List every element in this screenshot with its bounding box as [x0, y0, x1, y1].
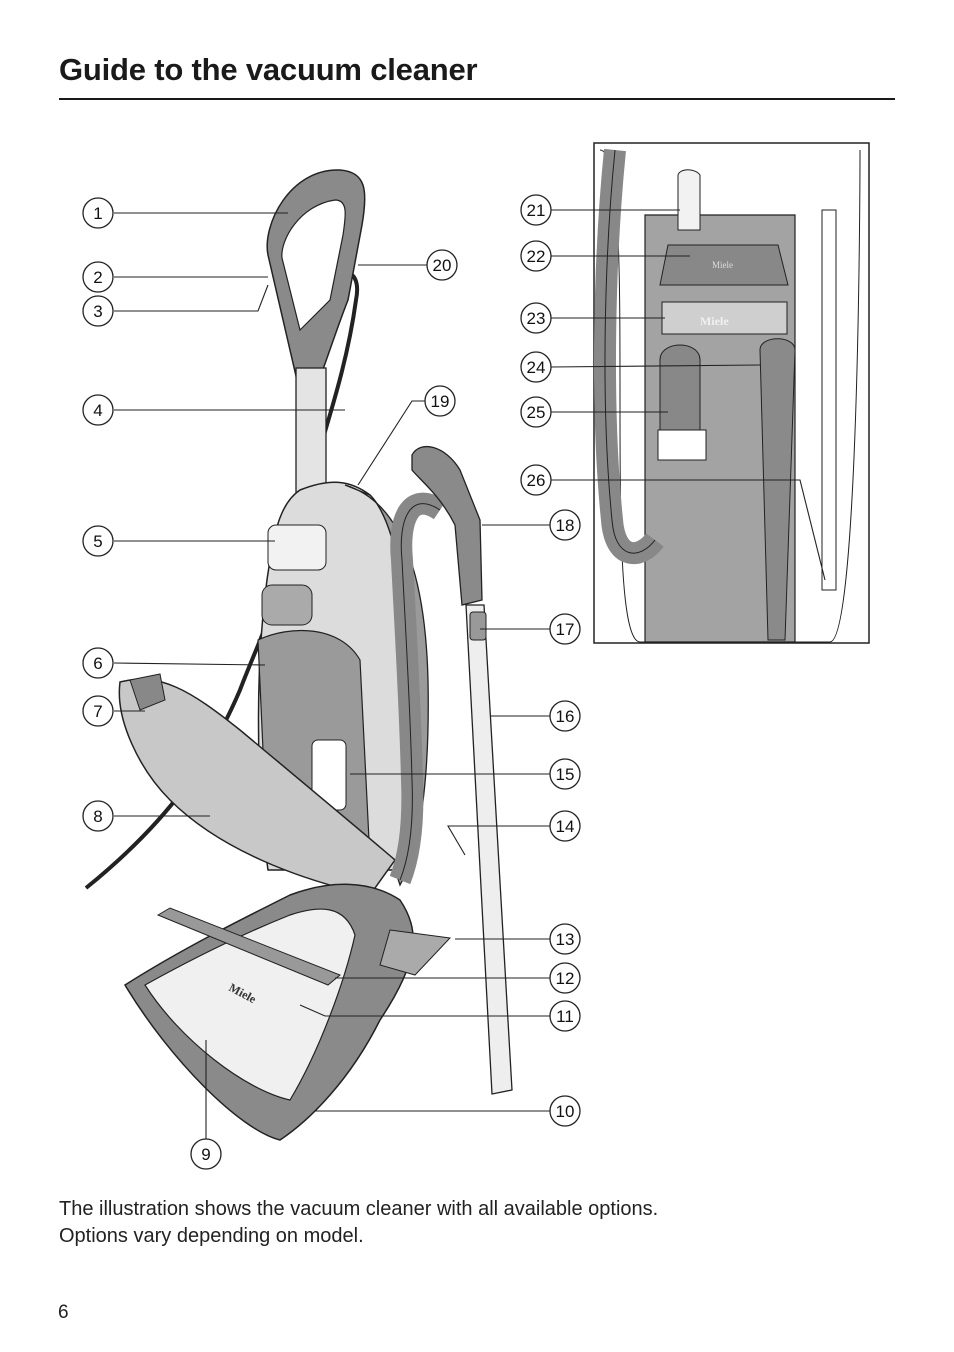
callout-12: 12: [549, 962, 581, 994]
callout-7: 7: [82, 695, 114, 727]
svg-text:21: 21: [527, 201, 546, 220]
svg-text:14: 14: [556, 817, 575, 836]
caption-line-1: The illustration shows the vacuum cleane…: [59, 1198, 659, 1220]
figure-caption: The illustration shows the vacuum cleane…: [59, 1196, 658, 1250]
callout-4: 4: [82, 394, 114, 426]
svg-text:17: 17: [556, 620, 575, 639]
svg-text:6: 6: [93, 654, 102, 673]
caption-line-2: Options vary depending on model.: [59, 1225, 364, 1247]
callout-17: 17: [549, 613, 581, 645]
control-panel: [267, 524, 327, 571]
svg-text:16: 16: [556, 707, 575, 726]
svg-text:8: 8: [93, 807, 102, 826]
svg-text:10: 10: [556, 1102, 575, 1121]
cord-hook: [677, 169, 701, 231]
callout-13: 13: [549, 923, 581, 955]
upholstery-tool-brand: Miele: [712, 260, 733, 270]
wand-handle: [411, 446, 483, 606]
callout-6: 6: [82, 647, 114, 679]
callout-24: 24: [520, 351, 552, 383]
callout-2: 2: [82, 261, 114, 293]
callout-16: 16: [549, 700, 581, 732]
filter-holder-brand: Miele: [700, 314, 729, 328]
svg-text:13: 13: [556, 930, 575, 949]
svg-text:15: 15: [556, 765, 575, 784]
crevice-nozzle: [759, 338, 796, 641]
callout-1: 1: [82, 197, 114, 229]
callout-22: 22: [520, 240, 552, 272]
svg-text:18: 18: [556, 516, 575, 535]
telescopic-wand: [465, 604, 513, 1095]
upholstery-tool: [659, 244, 789, 286]
callout-18: 18: [549, 509, 581, 541]
svg-text:19: 19: [431, 392, 450, 411]
handle-tube: [295, 367, 327, 497]
callout-10: 10: [549, 1095, 581, 1127]
page-number: 6: [58, 1302, 69, 1323]
svg-text:24: 24: [527, 358, 546, 377]
svg-text:1: 1: [93, 204, 102, 223]
callout-20: 20: [426, 249, 458, 281]
svg-text:3: 3: [93, 302, 102, 321]
svg-text:2: 2: [93, 268, 102, 287]
svg-text:26: 26: [527, 471, 546, 490]
svg-text:4: 4: [93, 401, 102, 420]
svg-text:23: 23: [527, 309, 546, 328]
callout-19: 19: [424, 385, 456, 417]
callout-3: 3: [82, 295, 114, 327]
callout-5: 5: [82, 525, 114, 557]
callout-14: 14: [549, 810, 581, 842]
svg-text:7: 7: [93, 702, 102, 721]
svg-text:25: 25: [527, 403, 546, 422]
svg-text:9: 9: [201, 1145, 210, 1164]
callout-15: 15: [549, 758, 581, 790]
svg-text:20: 20: [433, 256, 452, 275]
filter-holder: [661, 301, 788, 335]
callout-26: 26: [520, 464, 552, 496]
callout-11: 11: [549, 1000, 581, 1032]
callout-23: 23: [520, 302, 552, 334]
svg-text:22: 22: [527, 247, 546, 266]
callout-21: 21: [520, 194, 552, 226]
title-rule: [59, 98, 895, 100]
callout-9: 9: [190, 1138, 222, 1170]
svg-text:11: 11: [556, 1007, 574, 1026]
svg-text:12: 12: [556, 969, 575, 988]
callout-8: 8: [82, 800, 114, 832]
callout-25: 25: [520, 396, 552, 428]
svg-text:5: 5: [93, 532, 102, 551]
page-title: Guide to the vacuum cleaner: [59, 52, 478, 87]
